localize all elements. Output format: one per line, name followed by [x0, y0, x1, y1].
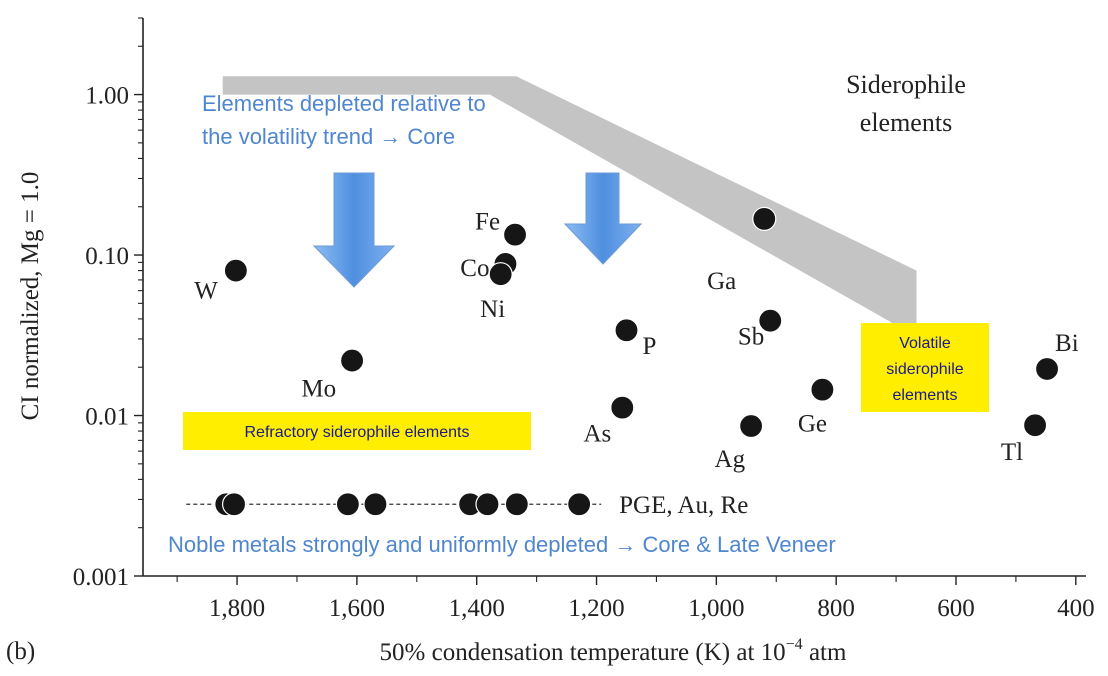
panel-label: (b) — [6, 638, 35, 665]
x-axis-label-main: 50% condensation temperature (K) at 10 — [380, 639, 786, 666]
down-arrow-icon — [312, 172, 396, 288]
x-tick-label: 400 — [1057, 595, 1095, 622]
volatile-label-line1: Volatile — [899, 335, 951, 352]
siderophile-label-line2: elements — [860, 108, 952, 137]
volatile-label-line3: elements — [893, 387, 958, 404]
point-ga — [752, 206, 777, 231]
point-ni — [488, 262, 513, 287]
x-tick-label: 1,200 — [568, 595, 624, 622]
pge-point — [504, 492, 529, 517]
point-w — [223, 258, 248, 283]
point-label-w: W — [194, 278, 218, 305]
pge-label: PGE, Au, Re — [619, 492, 748, 519]
point-label-p: P — [642, 333, 656, 360]
down-arrow-icon — [563, 172, 643, 265]
point-sb — [758, 308, 783, 333]
x-tick-label: 1,800 — [209, 595, 265, 622]
x-axis-label: 50% condensation temperature (K) at 10−4… — [380, 636, 847, 666]
point-ag — [738, 413, 764, 439]
y-tick-label: 0.10 — [85, 243, 129, 270]
y-tick-label: 0.001 — [73, 564, 129, 591]
point-as — [610, 395, 635, 420]
point-bi — [1034, 356, 1060, 382]
y-tick-label: 1.00 — [85, 83, 129, 110]
x-tick-label: 600 — [937, 595, 975, 622]
x-axis-label-suffix: atm — [803, 639, 847, 666]
point-fe — [502, 222, 528, 247]
point-label-ag: Ag — [715, 446, 746, 473]
point-label-mo: Mo — [301, 376, 336, 403]
volatile-highlight-box — [861, 323, 989, 412]
point-label-sb: Sb — [738, 324, 764, 351]
x-tick-label: 1,400 — [449, 595, 505, 622]
pge-point — [335, 492, 360, 517]
x-tick-label: 800 — [817, 595, 855, 622]
pge-point — [475, 492, 500, 517]
x-tick-label: 1,600 — [329, 595, 385, 622]
point-label-fe: Fe — [475, 209, 500, 236]
point-ge — [810, 377, 835, 402]
point-label-co: Co — [460, 255, 489, 282]
x-tick-label: 1,000 — [688, 595, 744, 622]
point-label-ga: Ga — [707, 268, 736, 295]
noble-metals-annotation: Noble metals strongly and uniformly depl… — [168, 532, 836, 557]
point-label-tl: Tl — [1001, 439, 1023, 466]
pge-point — [567, 492, 592, 517]
pge-series: PGE, Au, Re — [186, 492, 748, 519]
depleted-annotation-line1: Elements depleted relative to — [202, 91, 486, 116]
x-axis-label-exponent: −4 — [786, 636, 803, 653]
pge-point — [363, 492, 388, 517]
depleted-annotation-line2: the volatility trend → Core — [202, 124, 455, 149]
siderophile-label-line1: Siderophile — [846, 70, 966, 99]
point-mo — [339, 348, 365, 373]
y-tick-label: 0.01 — [85, 404, 129, 431]
refractory-label: Refractory siderophile elements — [245, 424, 470, 441]
pge-point — [221, 492, 247, 517]
point-label-ni: Ni — [480, 296, 505, 323]
point-label-as: As — [583, 421, 611, 448]
siderophile-band — [222, 76, 917, 337]
y-axis-label: CI normalized, Mg = 1.0 — [17, 172, 44, 421]
point-label-bi: Bi — [1055, 330, 1079, 357]
refractory-highlight-box — [183, 412, 531, 450]
point-label-ge: Ge — [798, 411, 827, 438]
point-tl — [1022, 413, 1048, 438]
volatile-label-line2: siderophile — [886, 361, 963, 378]
point-p — [614, 318, 639, 343]
